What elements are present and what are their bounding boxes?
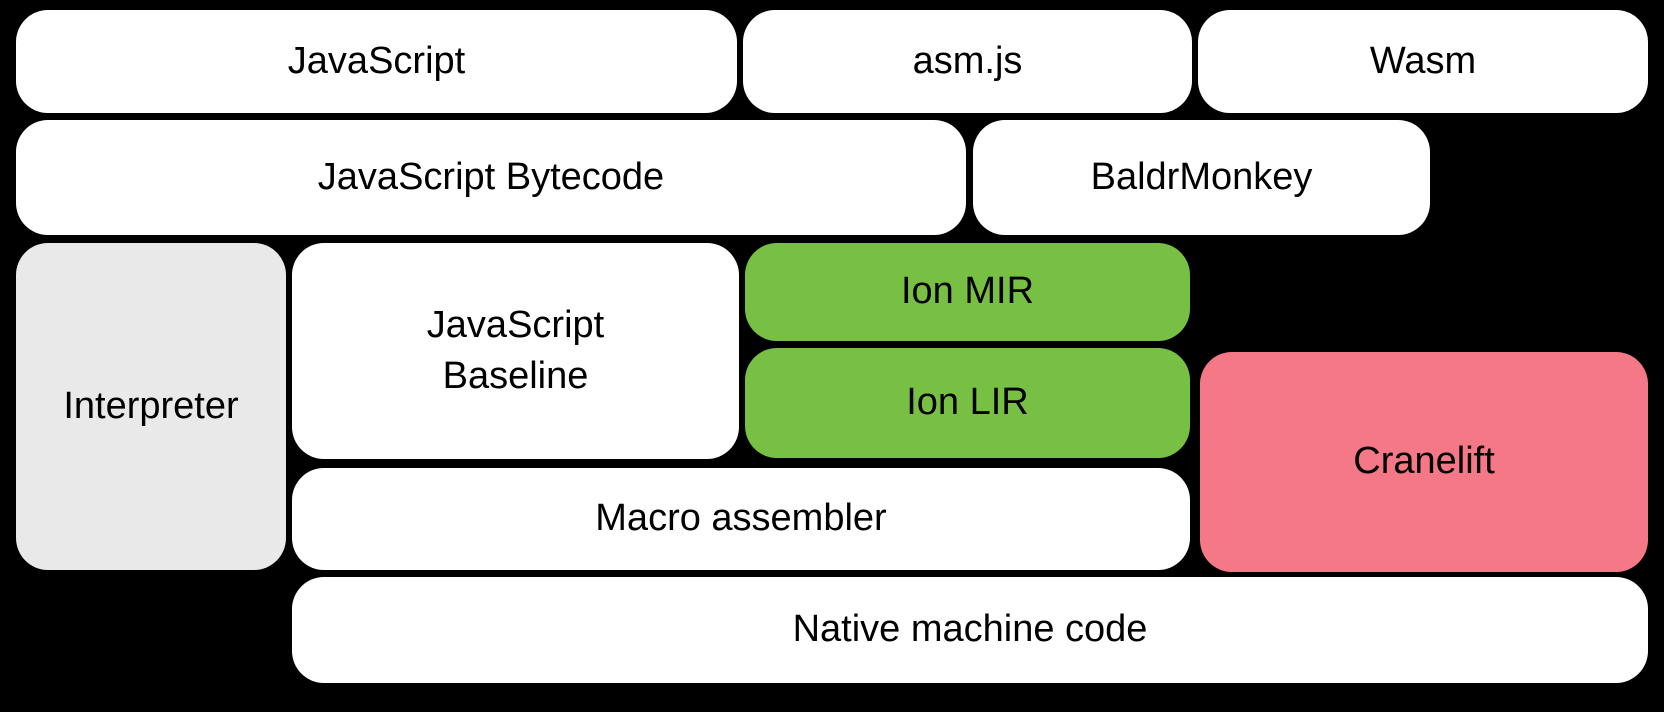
box-ion-mir: Ion MIR [745, 243, 1190, 341]
box-javascript-label: JavaScript [287, 39, 466, 82]
box-javascript: JavaScript [16, 10, 737, 113]
box-asmjs: asm.js [743, 10, 1192, 113]
box-interpreter: Interpreter [16, 243, 286, 570]
box-javascript-baseline-label: JavaScript Baseline [426, 303, 605, 397]
box-asmjs-label: asm.js [912, 39, 1023, 82]
box-cranelift-label: Cranelift [1353, 440, 1495, 483]
box-wasm: Wasm [1198, 10, 1648, 113]
box-baldrmonkey: BaldrMonkey [973, 120, 1430, 235]
box-macro-assembler-label: Macro assembler [595, 497, 887, 540]
box-ion-lir: Ion LIR [745, 348, 1190, 458]
box-ion-mir-label: Ion MIR [900, 270, 1035, 313]
box-wasm-label: Wasm [1369, 39, 1477, 82]
box-interpreter-label: Interpreter [63, 384, 239, 427]
box-baldrmonkey-label: BaldrMonkey [1090, 155, 1313, 198]
box-cranelift: Cranelift [1200, 352, 1648, 572]
box-javascript-bytecode: JavaScript Bytecode [16, 120, 966, 235]
box-macro-assembler: Macro assembler [292, 468, 1190, 570]
box-ion-lir-label: Ion LIR [906, 381, 1029, 424]
box-javascript-bytecode-label: JavaScript Bytecode [317, 155, 665, 198]
box-native-machine-code-label: Native machine code [792, 608, 1148, 651]
box-javascript-baseline: JavaScript Baseline [292, 243, 739, 459]
box-native-machine-code: Native machine code [292, 577, 1648, 683]
